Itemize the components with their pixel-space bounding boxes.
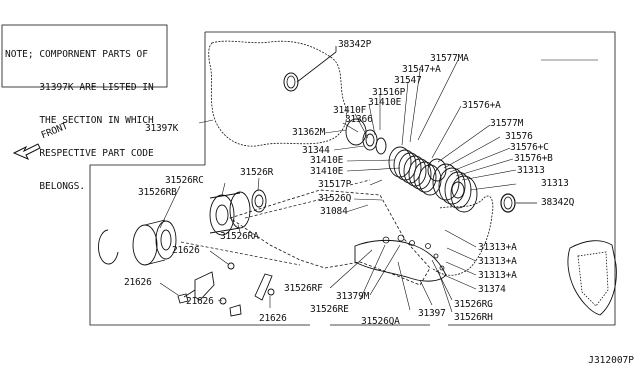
part-label-31526re: 31526RE (310, 304, 349, 315)
part-label-31084: 31084 (320, 206, 348, 217)
part-label-31344: 31344 (302, 145, 330, 156)
part-label-31526rf: 31526RF (284, 283, 323, 294)
part-label-31526ra: 31526RA (220, 231, 259, 242)
note-line: 31397K ARE LISTED IN (5, 82, 154, 93)
side-cover (567, 240, 617, 316)
part-label-31517p: 31517P (318, 179, 352, 190)
case-seal (283, 72, 299, 92)
front-arrow (12, 143, 41, 160)
note-line: RESPECTIVE PART CODE (5, 148, 154, 159)
part-label-31577ma: 31577MA (430, 53, 469, 64)
part-label-31576: 31576 (505, 131, 533, 142)
part-label-31313-b: 31313 (541, 178, 569, 189)
note-line: BELONGS. (5, 181, 86, 192)
part-label-31526rb: 31526RB (138, 187, 177, 198)
part-label-31576c: 31576+C (510, 142, 549, 153)
part-label-31526rh: 31526RH (454, 312, 493, 323)
part-label-31526q: 31526Q (318, 193, 352, 204)
part-label-31526qa: 31526QA (361, 316, 400, 327)
part-label-31516p: 31516P (372, 87, 406, 98)
part-label-21626-b: 21626 (124, 277, 152, 288)
part-label-21626-d: 21626 (259, 313, 287, 324)
part-label-31397k: 31397K (145, 123, 179, 134)
clutch-pack (345, 118, 478, 213)
part-label-38342q: 38342Q (541, 197, 575, 208)
part-label-31410e-mid: 31410E (310, 155, 344, 166)
part-label-31410e-low: 31410E (310, 166, 344, 177)
piston-set (98, 189, 267, 266)
part-label-31576a: 31576+A (462, 100, 501, 111)
lower-case (431, 195, 494, 276)
part-label-31379m: 31379M (336, 291, 370, 302)
part-label-31313a-1: 31313+A (478, 242, 517, 253)
fittings (177, 262, 275, 317)
part-label-31526rg: 31526RG (454, 299, 493, 310)
valve-body (229, 189, 431, 286)
inner-frame (89, 164, 310, 326)
part-label-31526r: 31526R (240, 167, 274, 178)
note-line: THE SECTION IN WHICH (5, 115, 154, 126)
note-text: NOTE; COMPORNENT PARTS OF 31397K ARE LIS… (5, 27, 154, 214)
part-label-31362m: 31362M (292, 127, 326, 138)
part-label-21626-c: 21626 (186, 296, 214, 307)
seal-38342q (500, 193, 516, 213)
diagram-id: J312007P (588, 355, 634, 366)
outer-frame (205, 31, 616, 326)
part-label-31374: 31374 (478, 284, 506, 295)
transaxle-case (208, 40, 347, 147)
oil-pan (354, 239, 447, 282)
part-label-31547a: 31547+A (402, 64, 441, 75)
part-label-31577m: 31577M (490, 118, 524, 129)
note-line: NOTE; COMPORNENT PARTS OF (5, 49, 148, 60)
part-label-31410f: 31410F (333, 105, 367, 116)
note-box (1, 24, 168, 88)
part-label-31547: 31547 (394, 75, 422, 86)
part-label-31313-a: 31313 (517, 165, 545, 176)
part-label-31526rc: 31526RC (165, 175, 204, 186)
part-label-38342p: 38342P (338, 39, 372, 50)
part-label-31313a-2: 31313+A (478, 256, 517, 267)
part-label-31397: 31397 (418, 308, 446, 319)
part-label-31366: 31366 (345, 114, 373, 125)
part-label-21626-a: 21626 (172, 245, 200, 256)
part-label-31313a-3: 31313+A (478, 270, 517, 281)
part-label-31410e-top: 31410E (368, 97, 402, 108)
part-label-31576b: 31576+B (514, 153, 553, 164)
